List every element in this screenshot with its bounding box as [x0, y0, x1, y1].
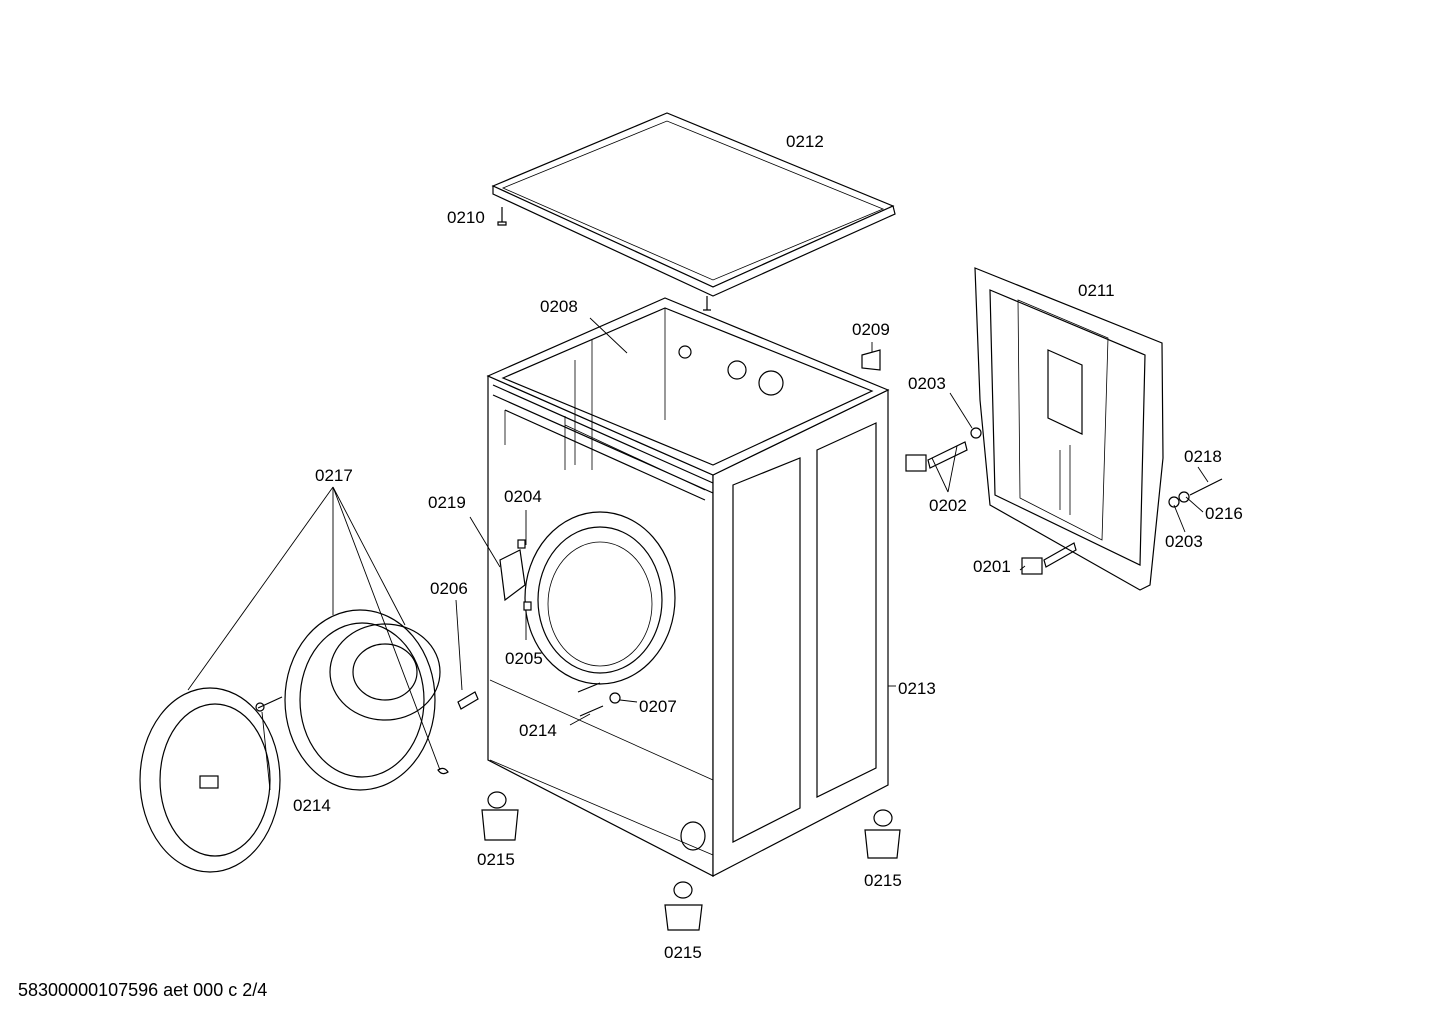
back-panel-part [974, 267, 1164, 591]
callout-0214-front: 0214 [519, 721, 557, 740]
callout-0215-bottom: 0215 [664, 943, 702, 962]
screw-0214-left [255, 696, 283, 712]
callout-0203-upper: 0203 [908, 374, 946, 393]
callout-0211: 0211 [1078, 281, 1115, 300]
door-ring-part [139, 687, 281, 873]
callout-0216: 0216 [1205, 504, 1243, 523]
screw-0210 [497, 207, 507, 226]
foot-left [481, 791, 519, 841]
screws-0214-front [577, 682, 621, 717]
callout-0210: 0210 [447, 208, 485, 227]
callout-0208: 0208 [540, 297, 578, 316]
leader-lines [187, 317, 1209, 791]
bracket-0209 [861, 349, 881, 371]
callout-0219: 0219 [428, 493, 466, 512]
callout-0203-lower: 0203 [1165, 532, 1203, 551]
callout-0204: 0204 [504, 487, 542, 506]
callout-0207: 0207 [639, 697, 677, 716]
callout-0209: 0209 [852, 320, 890, 339]
top-cover-part [491, 112, 896, 297]
screw-0206 [457, 691, 479, 710]
callout-0215-right: 0215 [864, 871, 902, 890]
callout-0214-left: 0214 [293, 796, 331, 815]
hinge-spring [437, 767, 449, 775]
callout-0217: 0217 [315, 466, 353, 485]
foot-right [864, 809, 901, 859]
document-footer-id: 58300000107596 aet 000 c 2/4 [18, 980, 268, 1000]
screw-top [703, 296, 711, 311]
door-hinge-part [499, 539, 532, 611]
callout-0215-left: 0215 [477, 850, 515, 869]
cabinet-part [486, 297, 890, 877]
transport-bolts [905, 427, 1223, 575]
callout-0206: 0206 [430, 579, 468, 598]
callout-0218: 0218 [1184, 447, 1222, 466]
callout-0212: 0212 [786, 132, 824, 151]
callout-0201: 0201 [973, 557, 1011, 576]
callout-0202: 0202 [929, 496, 967, 515]
callout-0213: 0213 [898, 679, 936, 698]
foot-middle [664, 881, 703, 931]
callout-0205: 0205 [505, 649, 543, 668]
door-frame-part [284, 609, 441, 791]
